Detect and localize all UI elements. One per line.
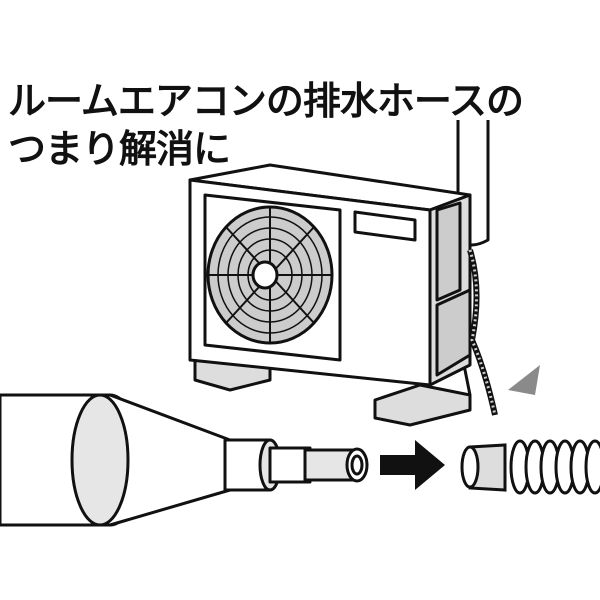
nozzle-tip [268, 446, 312, 484]
right-stand [373, 383, 472, 427]
caption-line-2: つまり解消に [8, 127, 231, 171]
fan-hub [251, 260, 279, 290]
corrugated-hose [509, 439, 600, 495]
arrow-right-icon [380, 440, 445, 490]
label-plate [353, 210, 417, 242]
service-cover [435, 288, 472, 377]
pointer-triangle [508, 365, 540, 395]
side-vent [435, 201, 462, 302]
caption-line-1: ルームエアコンの排水ホースの [8, 79, 524, 123]
